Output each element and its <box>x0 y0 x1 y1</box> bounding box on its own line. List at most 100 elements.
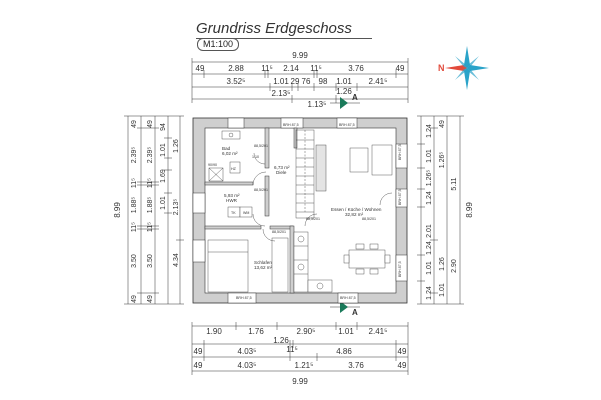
svg-text:BRH 87,5: BRH 87,5 <box>398 144 402 160</box>
scale-label: M1:100 <box>197 38 239 51</box>
room-living-area: 32,82 m² <box>345 212 364 217</box>
plan-title: Grundriss Erdgeschoss <box>196 20 352 37</box>
svg-text:88,5/201: 88,5/201 <box>272 230 286 234</box>
section-marker-top: A <box>330 93 360 109</box>
svg-text:A: A <box>352 308 358 317</box>
svg-text:WM: WM <box>243 211 249 215</box>
svg-text:1.24: 1.24 <box>426 241 433 255</box>
svg-text:11⁵: 11⁵ <box>147 222 154 232</box>
svg-text:1.69: 1.69 <box>160 169 167 183</box>
svg-text:4.03⁵: 4.03⁵ <box>238 347 257 356</box>
svg-text:1.88⁵: 1.88⁵ <box>147 197 154 214</box>
svg-text:11⁵: 11⁵ <box>261 64 273 73</box>
windows <box>192 117 408 304</box>
room-living-name: Essen / Küche / Wohnen <box>331 207 382 212</box>
right-dim-mid: 5.11 2.90 <box>451 177 458 272</box>
svg-text:1.26: 1.26 <box>439 257 446 271</box>
svg-text:88,5/201: 88,5/201 <box>254 188 268 192</box>
svg-text:3.50: 3.50 <box>131 254 138 268</box>
door-swings <box>252 152 393 242</box>
room-bad-name: Bad <box>222 146 231 151</box>
left-dim-inner: 94 1.01 1.26 1.69 1.01 2.13⁵ 4.34 <box>160 123 180 267</box>
svg-text:49: 49 <box>398 347 407 356</box>
svg-text:11⁵: 11⁵ <box>131 222 138 232</box>
svg-text:88,5/201: 88,5/201 <box>362 217 376 221</box>
svg-text:3.76: 3.76 <box>348 361 364 370</box>
svg-text:88,5/201: 88,5/201 <box>254 144 268 148</box>
right-dim-inner: 49 1.26⁵ 1.26 1.01 <box>439 120 446 297</box>
right-total-dim: 8.99 <box>465 202 474 218</box>
room-schlafen-name: Schlafen <box>254 260 272 265</box>
svg-text:1.26: 1.26 <box>336 87 352 96</box>
svg-text:1.01: 1.01 <box>273 77 289 86</box>
svg-text:1.10: 1.10 <box>252 155 259 159</box>
compass-north-letter: N <box>438 63 445 73</box>
svg-text:BRH 87,5: BRH 87,5 <box>340 296 356 300</box>
svg-text:1.88⁵: 1.88⁵ <box>131 197 138 214</box>
svg-text:1.26⁵: 1.26⁵ <box>439 152 446 169</box>
svg-text:5.11: 5.11 <box>451 177 458 190</box>
svg-text:2.88: 2.88 <box>228 64 244 73</box>
left-dimension-lines <box>124 115 184 305</box>
svg-text:29: 29 <box>291 77 300 86</box>
living-furniture <box>343 144 393 275</box>
svg-text:11⁵: 11⁵ <box>286 345 298 354</box>
room-diele-name: Diele <box>276 170 287 175</box>
top-total-dim: 9.99 <box>292 51 308 60</box>
svg-text:98: 98 <box>319 77 328 86</box>
room-schlafen-area: 13,62 m² <box>254 265 273 270</box>
svg-text:BRH 87,5: BRH 87,5 <box>398 189 402 205</box>
left-total-dim: 8.99 <box>113 202 122 218</box>
svg-text:2.01: 2.01 <box>426 224 433 238</box>
svg-text:1.01: 1.01 <box>426 261 433 275</box>
bottom-dim-row1: 1.90 1.76 2.90⁵ 1.01 2.41⁵ <box>206 327 387 336</box>
svg-text:94: 94 <box>160 123 167 131</box>
svg-text:BRH 87,5: BRH 87,5 <box>236 296 252 300</box>
section-marker-bottom: A <box>330 301 360 317</box>
kitchen-counter <box>293 231 333 293</box>
svg-text:1.90: 1.90 <box>206 327 222 336</box>
top-dim-row2: 3.52⁵ 1.01 29 76 98 1.01 2.41⁵ <box>227 77 388 86</box>
svg-text:4.34: 4.34 <box>173 253 180 267</box>
svg-text:2.13⁵: 2.13⁵ <box>173 199 180 216</box>
svg-text:49: 49 <box>396 64 405 73</box>
svg-text:2.90⁵: 2.90⁵ <box>297 327 316 336</box>
interior-walls <box>204 127 298 294</box>
svg-text:76: 76 <box>302 77 311 86</box>
svg-text:BRH 87,5: BRH 87,5 <box>398 261 402 277</box>
svg-text:1.26⁵: 1.26⁵ <box>426 170 433 187</box>
svg-text:2.13⁵: 2.13⁵ <box>272 89 291 98</box>
plan-annotations: 88,5/201 88,5/201 88,5/201 88,5/201 88,5… <box>208 123 402 300</box>
svg-text:11⁵: 11⁵ <box>131 178 138 188</box>
svg-text:1.01: 1.01 <box>338 327 354 336</box>
staircase <box>295 129 327 219</box>
top-dimension-lines <box>191 58 409 103</box>
title-underline <box>196 38 372 39</box>
bottom-dim-row2: 49 4.03⁵ 11⁵ 4.86 49 <box>194 345 407 356</box>
compass-rose: N <box>438 46 489 90</box>
svg-text:49: 49 <box>131 295 138 303</box>
right-dim-outer: 1.24 1.01 1.26⁵ 1.24 2.01 1.24 1.01 1.24 <box>426 124 433 300</box>
svg-text:1.24: 1.24 <box>426 191 433 205</box>
svg-text:11⁵: 11⁵ <box>147 178 154 188</box>
right-dimension-lines <box>417 115 464 305</box>
svg-text:2.41⁵: 2.41⁵ <box>369 327 388 336</box>
svg-text:1.01: 1.01 <box>439 283 446 297</box>
svg-text:49: 49 <box>439 120 446 128</box>
svg-text:88,5/201: 88,5/201 <box>306 217 320 221</box>
svg-text:2.90: 2.90 <box>451 259 458 273</box>
svg-text:1.76: 1.76 <box>248 327 264 336</box>
room-diele-area: 6,73 m² <box>274 165 290 170</box>
svg-text:3.52⁵: 3.52⁵ <box>227 77 246 86</box>
bath-fixtures <box>208 130 253 218</box>
svg-text:TK: TK <box>231 211 236 215</box>
svg-text:3.50: 3.50 <box>147 254 154 268</box>
svg-text:1.24: 1.24 <box>426 124 433 138</box>
svg-text:BRH 87,5: BRH 87,5 <box>283 123 299 127</box>
svg-text:1.01: 1.01 <box>160 196 167 210</box>
svg-text:4.86: 4.86 <box>336 347 352 356</box>
svg-text:49: 49 <box>131 120 138 128</box>
svg-text:11⁵: 11⁵ <box>310 64 322 73</box>
svg-text:BRH 87,5: BRH 87,5 <box>339 123 355 127</box>
